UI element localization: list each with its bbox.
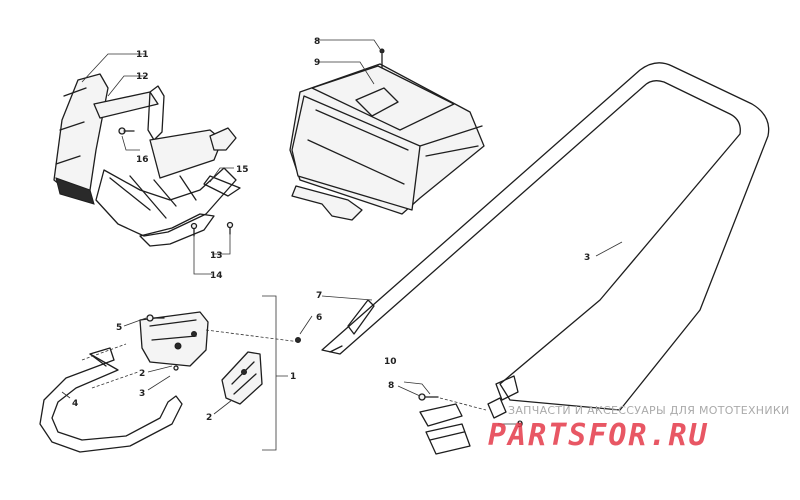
callout-labels: 11 12 16 15 13 14 8 9 3 7 6 5 2 3 4 2 1 … xyxy=(72,37,590,430)
callout-9: 9 xyxy=(517,420,523,430)
callout-2-upper: 2 xyxy=(139,369,145,379)
callout-4: 4 xyxy=(72,399,78,409)
callout-5: 5 xyxy=(116,323,122,333)
callout-17: 15 xyxy=(236,165,249,175)
loop-rail xyxy=(321,62,770,419)
front-bumper-frame xyxy=(53,73,237,247)
callout-11: 9 xyxy=(314,58,320,68)
storage-bag xyxy=(289,48,485,221)
bracket-lower xyxy=(221,351,263,405)
bracket-upper xyxy=(139,311,209,371)
watermark-logo: PARTSFOR.RU xyxy=(488,418,709,453)
callout-7: 7 xyxy=(316,291,322,301)
callout-8: 8 xyxy=(388,381,394,391)
callout-15: 13 xyxy=(210,251,223,261)
watermark-tagline: ЗАПЧАСТИ И АКСЕССУАРЫ ДЛЯ МОТОТЕХНИКИ xyxy=(508,404,790,417)
callout-2-lower: 2 xyxy=(206,413,212,423)
callout-6: 6 xyxy=(316,313,322,323)
callout-10: 8 xyxy=(314,37,320,47)
leader-lines xyxy=(61,39,623,451)
callout-3-upper: 3 xyxy=(139,389,145,399)
callout-1: 1 xyxy=(290,372,296,382)
callout-16: 14 xyxy=(210,271,223,281)
callout-14: 12 xyxy=(136,72,149,82)
callout-18: 16 xyxy=(136,155,149,165)
callout-3-rail: 3 xyxy=(584,253,590,263)
callout-13: 11 xyxy=(136,50,149,60)
frame-hardware xyxy=(118,127,241,237)
fastener-cluster xyxy=(418,393,471,455)
callout-12: 10 xyxy=(384,357,397,367)
